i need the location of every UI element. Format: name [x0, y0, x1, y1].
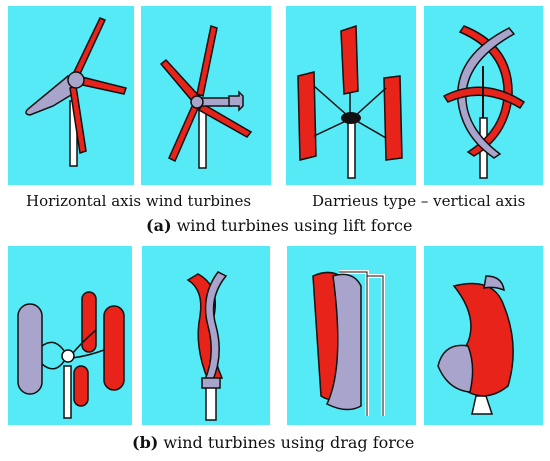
panel-savonius-multi-bucket: [8, 246, 132, 425]
twisted-savonius-illustration: [186, 271, 228, 421]
panel-hawt-four-blade: [141, 6, 271, 185]
caption-b-letter: (b): [132, 433, 159, 452]
caption-b: (b) wind turbines using drag force: [132, 433, 414, 452]
multi-bucket-drag-turbine-illustration: [17, 291, 125, 419]
panel-darrieus-helical: [424, 6, 543, 185]
framed-savonius-illustration: [312, 270, 385, 416]
panel-twisted-savonius: [142, 246, 270, 425]
four-blade-turbine-illustration: [159, 25, 253, 169]
label-horizontal-axis: Horizontal axis wind turbines: [26, 192, 252, 210]
helical-savonius-illustration: [437, 275, 514, 415]
h-rotor-turbine-illustration: [297, 24, 403, 179]
caption-a-text: wind turbines using lift force: [176, 216, 413, 235]
panel-darrieus-h-rotor: [286, 6, 416, 185]
three-blade-turbine-illustration: [25, 17, 127, 167]
panel-savonius-frame: [287, 246, 416, 425]
caption-a: (a) wind turbines using lift force: [146, 216, 412, 235]
label-darrieus-vertical-axis: Darrieus type – vertical axis: [312, 192, 526, 210]
caption-a-letter: (a): [146, 216, 172, 235]
caption-b-text: wind turbines using drag force: [163, 433, 415, 452]
helical-darrieus-illustration: [442, 25, 526, 179]
panel-helical-savonius: [424, 246, 543, 425]
panel-hawt-three-blade: [8, 6, 134, 185]
